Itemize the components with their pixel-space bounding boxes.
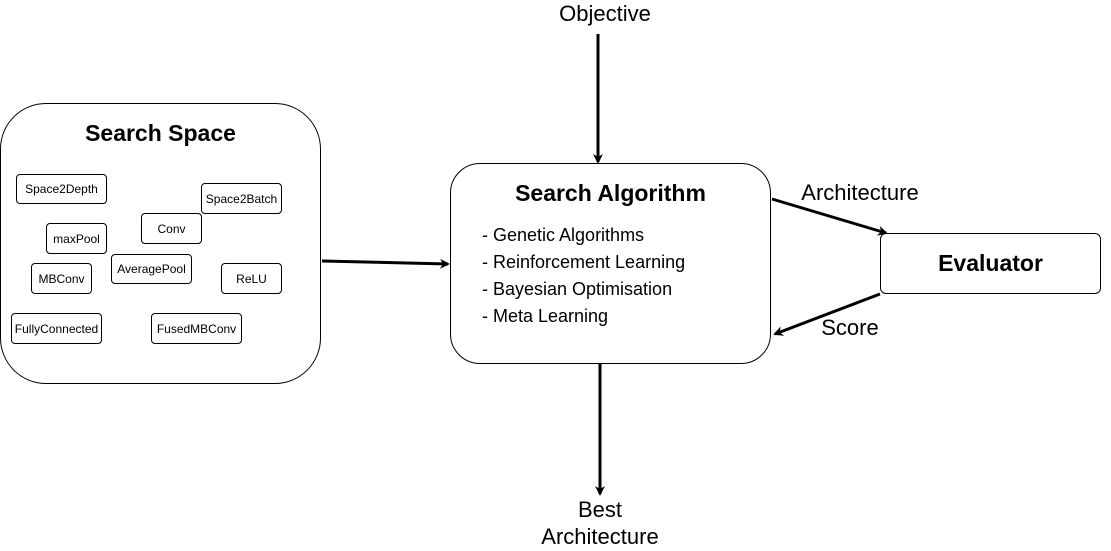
evaluator-box: Evaluator bbox=[880, 233, 1101, 294]
op-conv: Conv bbox=[141, 213, 202, 244]
op-fusedmbconv: FusedMBConv bbox=[151, 313, 242, 344]
op-space2batch: Space2Batch bbox=[201, 183, 282, 214]
search-algorithm-box: Search Algorithm - Genetic Algorithms - … bbox=[450, 163, 771, 364]
op-space2depth: Space2Depth bbox=[16, 174, 107, 204]
op-fullyconnected: FullyConnected bbox=[11, 313, 102, 344]
best-architecture-label-line2: Architecture bbox=[541, 524, 659, 549]
search-space-title: Search Space bbox=[85, 120, 236, 146]
search-method-item: - Reinforcement Learning bbox=[482, 252, 686, 272]
search-method-item: - Bayesian Optimisation bbox=[482, 279, 673, 299]
objective-label: Objective bbox=[559, 1, 651, 26]
op-maxpool: maxPool bbox=[46, 223, 107, 254]
op-relu: ReLU bbox=[221, 263, 282, 294]
search-method-item: - Meta Learning bbox=[482, 306, 609, 326]
evaluator-title: Evaluator bbox=[938, 250, 1043, 276]
score-edge-label: Score bbox=[821, 315, 879, 340]
search-methods-list: - Genetic Algorithms - Reinforcement Lea… bbox=[482, 222, 685, 330]
architecture-edge-label: Architecture bbox=[801, 180, 919, 205]
search-method-item: - Genetic Algorithms bbox=[482, 225, 645, 245]
op-mbconv: MBConv bbox=[31, 263, 92, 294]
search-space-box: Search Space Space2Depth Space2Batch Con… bbox=[0, 103, 321, 384]
arrow-space-to-algorithm bbox=[321, 258, 450, 269]
best-architecture-label-line1: Best bbox=[577, 497, 623, 522]
search-algorithm-title: Search Algorithm bbox=[515, 180, 706, 206]
op-averagepool: AveragePool bbox=[111, 254, 192, 284]
